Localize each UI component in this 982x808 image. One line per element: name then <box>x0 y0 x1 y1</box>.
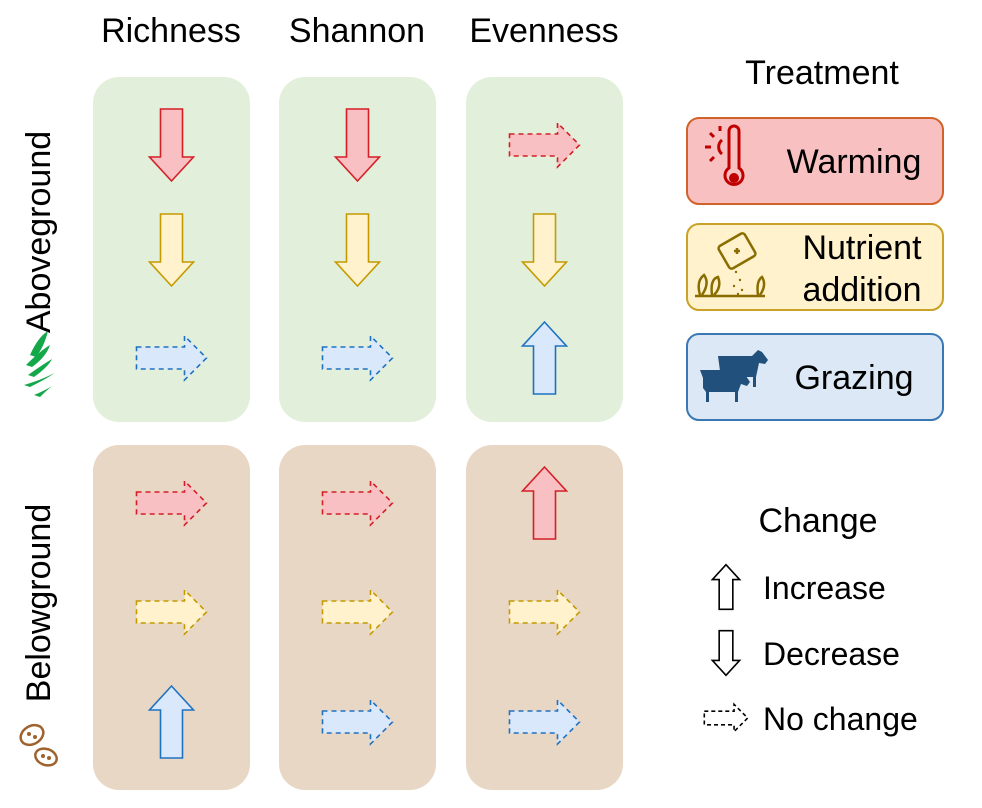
cattle-icon <box>700 350 768 402</box>
treatment-label: Warming <box>787 143 922 181</box>
fertilizer-icon <box>695 232 766 298</box>
arrow-no-change-icon <box>135 588 208 636</box>
thermometer-icon <box>705 124 745 186</box>
change-label-increase: Increase <box>763 570 886 606</box>
arrow-decrease-icon <box>333 213 382 288</box>
column-header-shannon: Shannon <box>289 12 425 50</box>
fertilizer-grain <box>736 292 740 296</box>
microbe-dot <box>27 732 31 736</box>
arrow-decrease-icon <box>147 213 196 288</box>
arrow-decrease-icon <box>147 108 196 183</box>
cow-front <box>700 366 750 402</box>
microbe-dot <box>47 756 51 760</box>
grass-icon <box>24 331 54 397</box>
arrow-no-change-icon <box>321 588 394 636</box>
arrow-increase-icon <box>520 320 569 395</box>
arrow-no-change-icon <box>321 334 394 382</box>
arrow-decrease-icon <box>333 108 382 183</box>
legend-arrow-increase-icon <box>710 563 742 611</box>
treatment-label: Grazing <box>794 359 913 397</box>
microbe-cell <box>19 723 45 747</box>
grass-blade <box>30 331 48 357</box>
grass-blade <box>24 373 54 387</box>
column-header-richness: Richness <box>101 12 241 50</box>
thermometer-bulb <box>729 173 739 183</box>
legend-arrow-no-change-icon <box>703 702 749 734</box>
treatment-label: Nutrient <box>802 229 922 267</box>
sprouts <box>697 273 766 296</box>
arrow-no-change-icon <box>135 334 208 382</box>
fertilizer-bag <box>717 232 757 270</box>
arrow-no-change-icon <box>508 588 581 636</box>
fertilizer-grain <box>734 270 738 274</box>
fertilizer-grain <box>732 284 736 288</box>
fertilizer-grain <box>740 288 744 292</box>
change-label-no-change: No change <box>763 701 918 737</box>
row-label-aboveground: Aboveground <box>20 131 58 333</box>
plus-mark <box>734 248 740 254</box>
microbe-icon <box>19 723 58 767</box>
treatment-warming <box>686 117 944 205</box>
arrow-no-change-icon <box>321 698 394 746</box>
grass-blade <box>26 345 50 367</box>
fertilizer-grain <box>738 278 742 282</box>
column-headers: Richness Shannon Evenness <box>101 12 619 50</box>
microbe-dot <box>41 754 45 758</box>
microbe-cell <box>34 747 58 767</box>
grass-blade <box>34 385 54 397</box>
arrow-no-change-icon <box>135 479 208 527</box>
treatment-grazing <box>686 333 944 421</box>
thermometer-body <box>723 124 745 186</box>
change-legend-title: Change <box>758 502 877 540</box>
arrows <box>135 108 581 759</box>
arrow-no-change-icon <box>508 121 581 169</box>
treatment-label: addition <box>802 271 921 309</box>
cow-back <box>718 350 768 387</box>
arrow-increase-icon <box>147 684 196 759</box>
sun-rays <box>705 126 724 163</box>
row-label-belowground: Belowground <box>20 504 58 702</box>
arrow-no-change-icon <box>508 698 581 746</box>
change-label-decrease: Decrease <box>763 636 900 672</box>
grass-blade <box>28 359 52 377</box>
column-header-evenness: Evenness <box>469 12 618 50</box>
arrow-decrease-icon <box>520 213 569 288</box>
arrow-no-change-icon <box>321 479 394 527</box>
panel-boxes <box>93 77 623 790</box>
treatment-legend-title: Treatment <box>745 54 899 92</box>
arrow-increase-icon <box>520 465 569 540</box>
legend-arrow-decrease-icon <box>710 629 742 677</box>
microbe-dot <box>33 735 37 739</box>
